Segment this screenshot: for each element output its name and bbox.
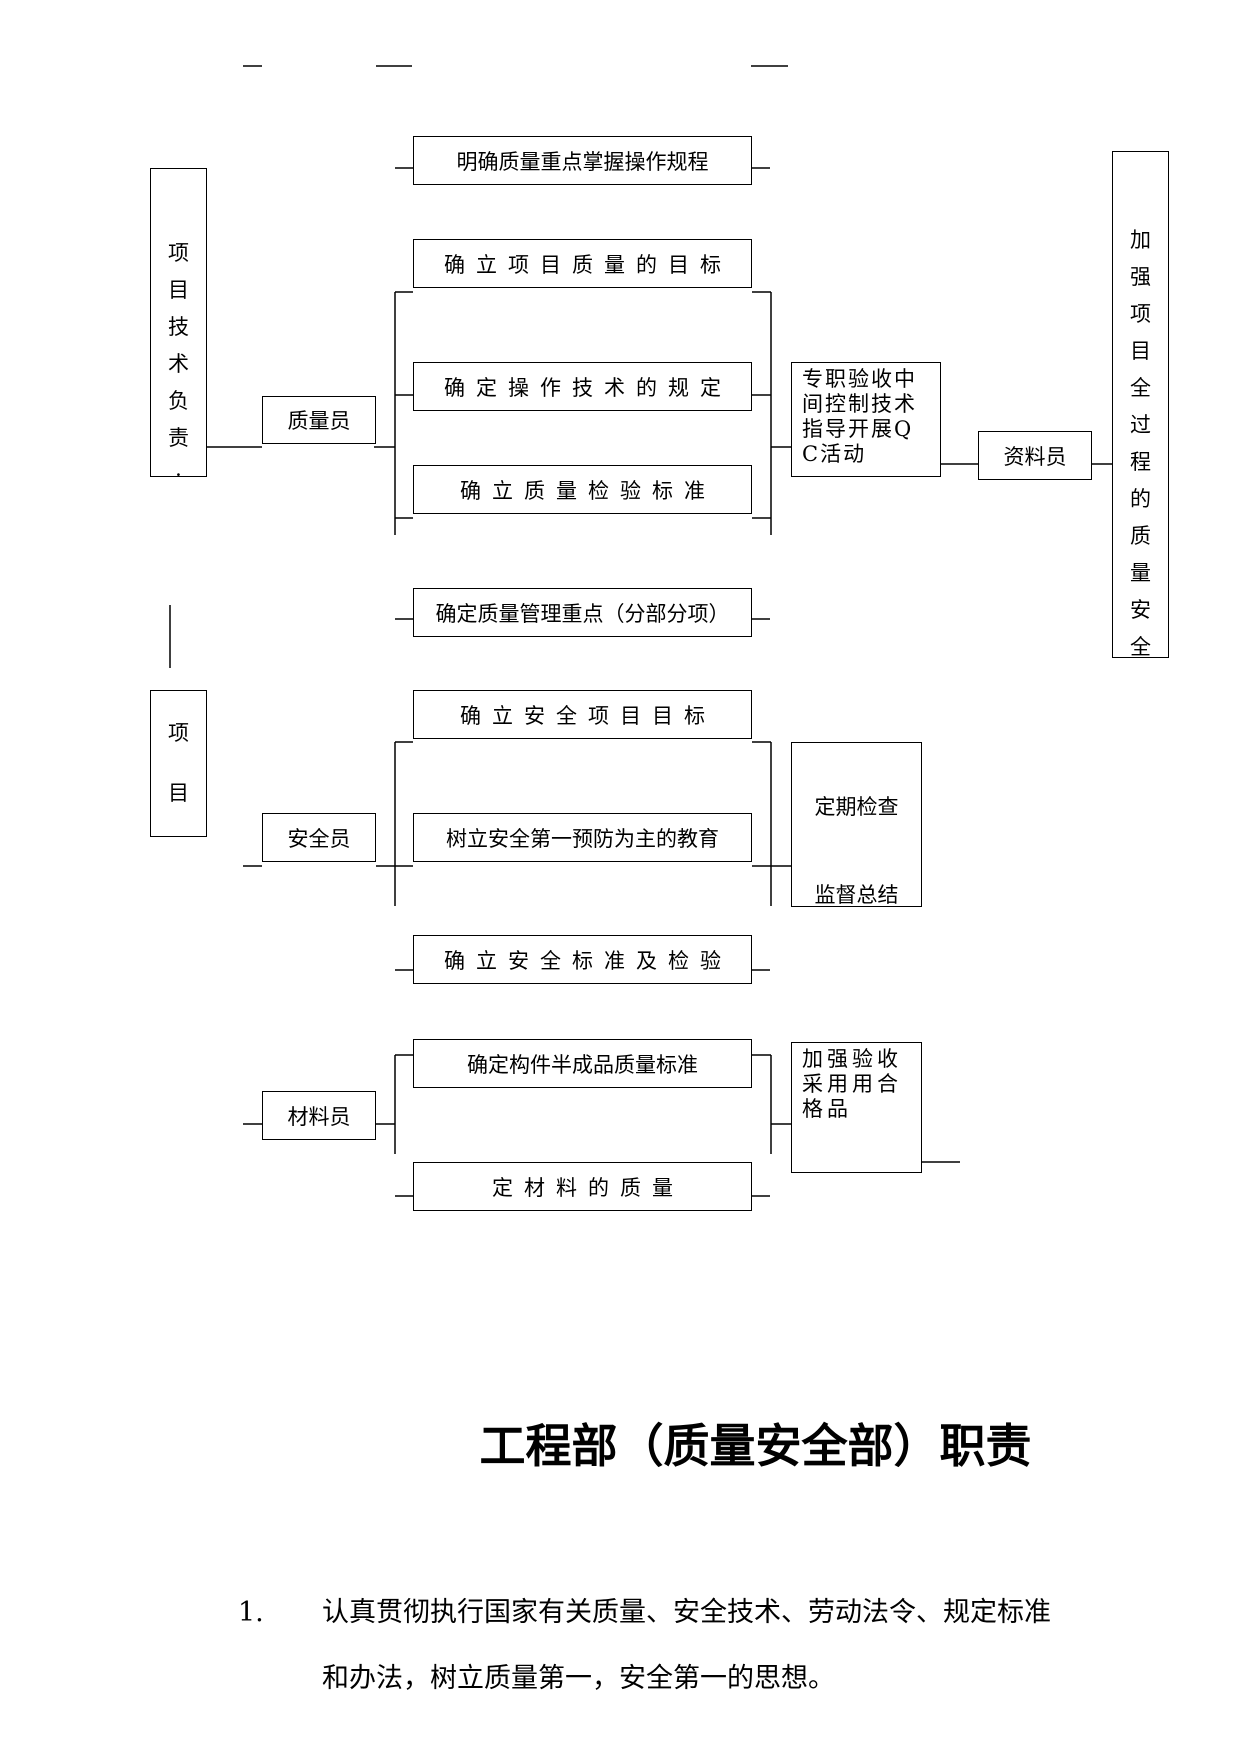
archivist-box: 资料员 [978,431,1092,480]
manager-char: 经 [151,823,206,836]
strengthen-char: 全 [1130,635,1151,658]
strengthen-char: 安 [1130,598,1151,622]
quality-inspector-box: 质量员 [262,396,376,444]
tech-head-char: 技 [168,315,189,339]
duty-item-text: 认真贯彻执行国家有关质量、安全技术、劳动法令、规定标准和办法，树立质量第一，安全… [322,1597,1051,1694]
tech-head-char: 负 [168,389,189,413]
safety-item: 树立安全第一预防为主的教育 [413,813,752,862]
safety-officer-box: 安全员 [262,813,376,862]
strengthen-char: 目 [1130,339,1151,363]
quality-item: 确立项目质量的目标 [413,239,752,288]
tech-head-char: 目 [168,278,189,302]
manager-char: 项 [168,721,189,745]
tech-head-box: 项 目 技 术 负 责 · [150,168,207,477]
strengthen-char: 量 [1130,561,1151,585]
manager-char: 目 [168,781,189,805]
strengthen-box: 加 强 项 目 全 过 程 的 质 量 安 全 [1112,151,1169,658]
quality-item: 确定操作技术的规定 [413,362,752,411]
safety-action-line: 监督总结 [814,883,899,907]
material-item: 定材料的质量 [413,1162,752,1211]
material-officer-box: 材料员 [262,1091,376,1140]
quality-bottom-item: 确定质量管理重点（分部分项） [413,588,752,637]
duty-item: 1. 认真贯彻执行国家有关质量、安全技术、劳动法令、规定标准和办法，树立质量第一… [238,1580,1068,1712]
strengthen-char: 项 [1130,302,1151,326]
safety-item: 确立安全项目目标 [413,690,752,739]
safety-item: 确立安全标准及检验 [413,935,752,984]
strengthen-char: 加 [1130,228,1151,252]
strengthen-char: 全 [1130,376,1151,400]
section-title: 工程部（质量安全部）职责 [479,1419,1032,1473]
safety-action-line: 定期检查 [814,795,899,819]
strengthen-char: 强 [1130,265,1151,289]
quality-action-box: 专职验收中间控制技术指导开展QC活动 [791,362,941,477]
material-item: 确定构件半成品质量标准 [413,1039,752,1088]
strengthen-char: 的 [1130,487,1151,511]
strengthen-char: 质 [1130,524,1151,548]
material-action-box: 加强验收采用用合格品 [791,1042,922,1173]
duty-item-number: 1. [238,1597,264,1628]
strengthen-char: 过 [1130,413,1151,437]
safety-action-box: 定期检查 监督总结 [791,742,922,907]
quality-item: 确立质量检验标准 [413,465,752,514]
tech-head-char: 项 [168,241,189,265]
tech-head-char: 责 [168,426,189,450]
quality-top-item: 明确质量重点掌握操作规程 [413,136,752,185]
tech-head-char: 术 [168,352,189,376]
tech-head-char: · [175,463,182,477]
strengthen-char: 程 [1130,450,1151,474]
project-manager-box: 项 目 经 [150,690,207,837]
